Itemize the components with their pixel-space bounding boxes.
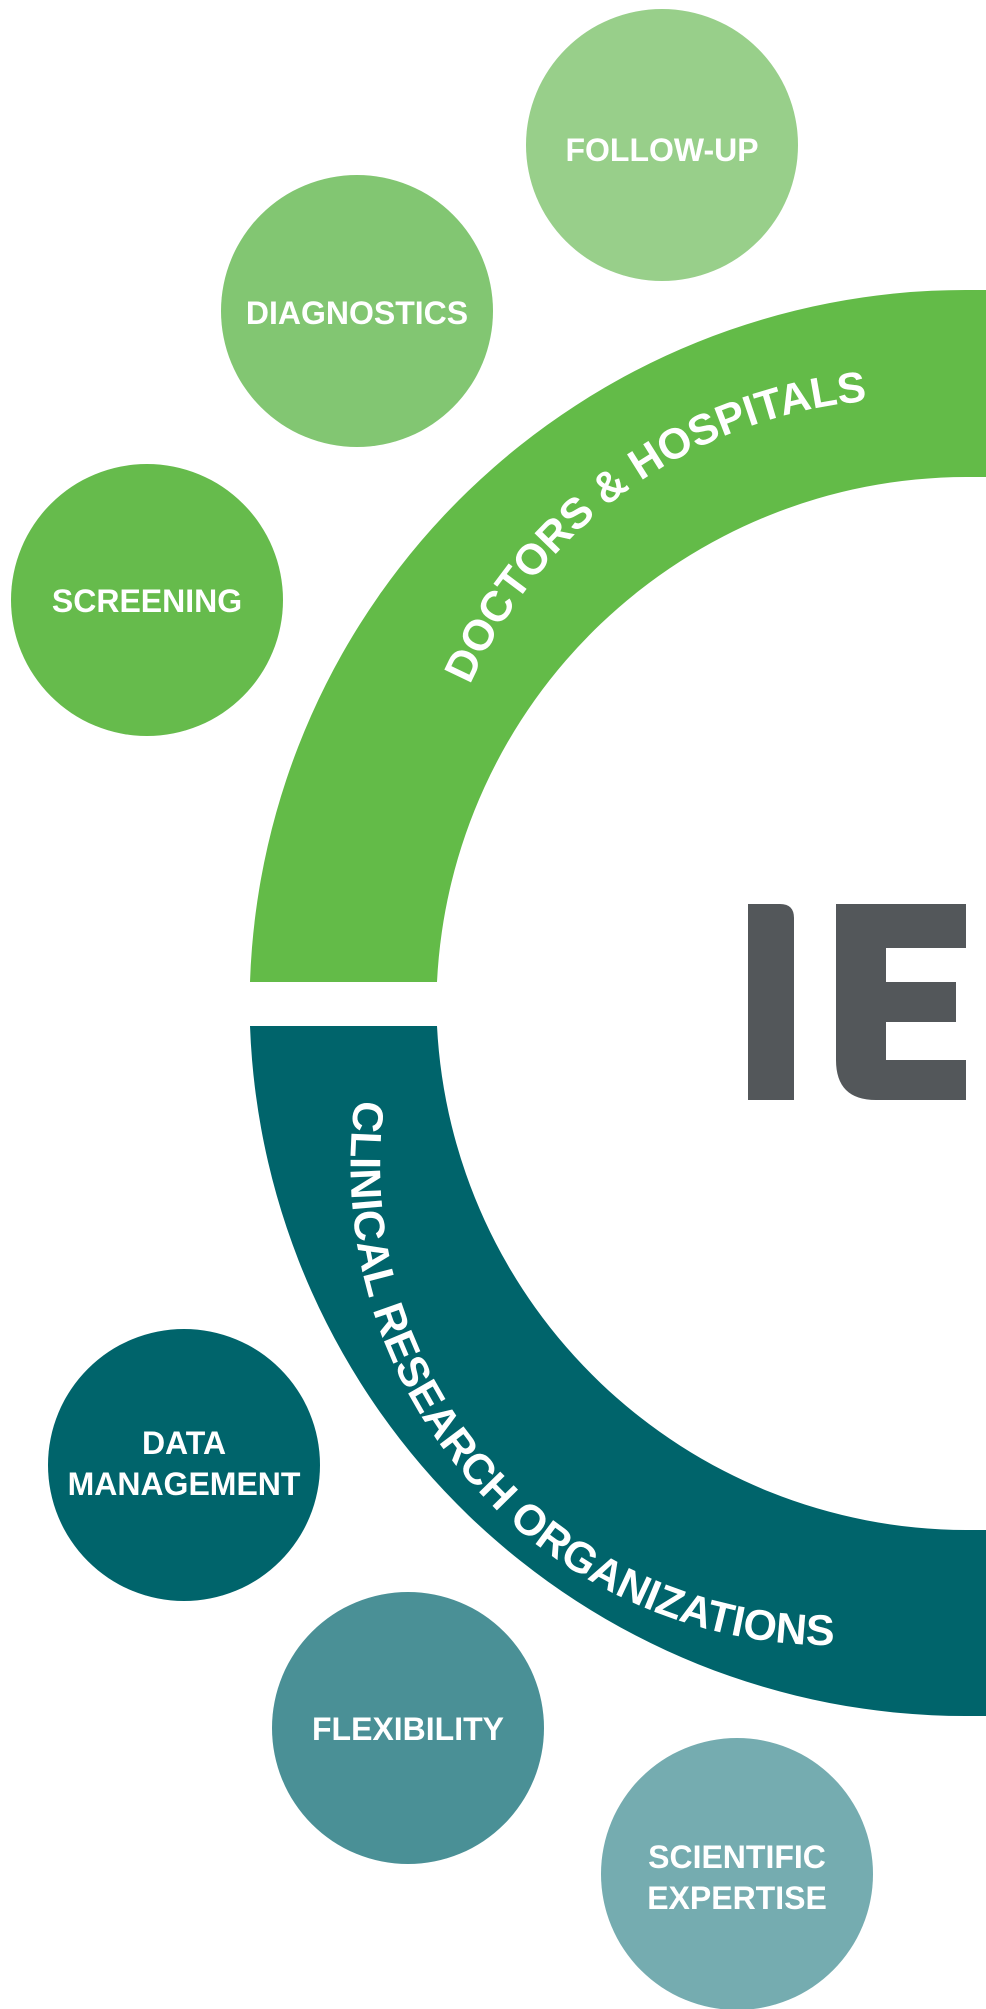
scientific-expertise-circle	[601, 1738, 873, 2009]
scientific-expertise-label-line1: SCIENTIFIC	[648, 1839, 826, 1875]
follow-up-circle	[526, 9, 798, 281]
diagnostics-bubble: DIAGNOSTICS	[221, 175, 493, 447]
screening-label: SCREENING	[52, 583, 242, 619]
follow-up-label: FOLLOW-UP	[565, 132, 758, 168]
follow-up-bubble: FOLLOW-UP	[526, 9, 798, 281]
screening-circle	[11, 464, 283, 736]
scientific-expertise-label-line2: EXPERTISE	[647, 1880, 827, 1916]
data-management-circle	[48, 1329, 320, 1601]
flexibility-label: FLEXIBILITY	[312, 1711, 504, 1747]
data-management-label-line2: MANAGEMENT	[68, 1466, 301, 1502]
screening-bubble: SCREENING	[11, 464, 283, 736]
diagnostics-circle	[221, 175, 493, 447]
doctors-hospitals-arc	[250, 289, 986, 983]
diagnostics-label: DIAGNOSTICS	[246, 295, 468, 331]
ie-logo	[748, 904, 966, 1100]
logo-letter-i	[748, 904, 794, 1100]
flexibility-circle	[272, 1592, 544, 1864]
scientific-expertise-bubble: SCIENTIFIC EXPERTISE	[601, 1738, 873, 2009]
data-management-label-line1: DATA	[142, 1425, 226, 1461]
clinical-research-arc	[250, 1026, 986, 1717]
flexibility-bubble: FLEXIBILITY	[272, 1592, 544, 1864]
logo-letter-e	[836, 904, 966, 1100]
data-management-bubble: DATA MANAGEMENT	[48, 1329, 320, 1601]
